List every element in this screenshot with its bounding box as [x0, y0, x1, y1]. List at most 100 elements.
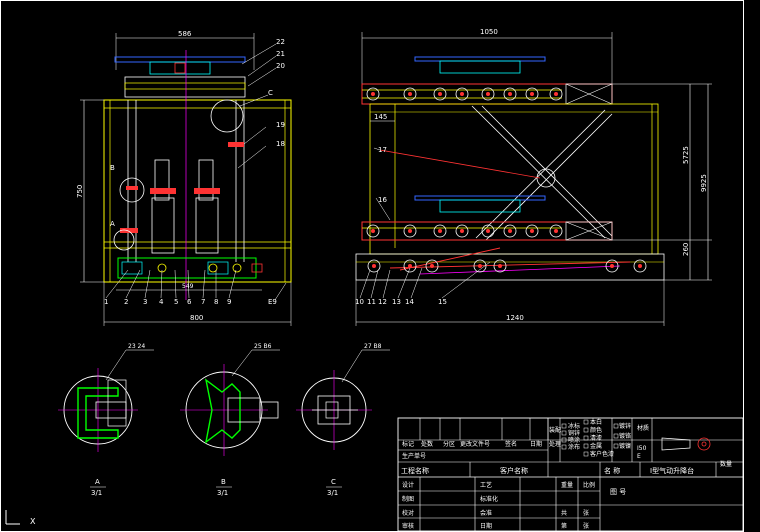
material-header: 材质 — [637, 424, 649, 432]
side-dim-bottom: 1240 — [506, 314, 524, 322]
project-name-label: 工程名称 — [401, 466, 429, 475]
row-3-b: 日期 — [480, 522, 492, 530]
side-mid-roller — [366, 224, 380, 238]
side-base-roller-hub — [638, 264, 642, 268]
side-mid-roller — [481, 224, 495, 238]
quantity-label: 数量 — [720, 460, 732, 468]
side-mid-roller-hub — [508, 229, 512, 233]
side-base — [355, 253, 665, 281]
front-view[interactable]: 586 — [76, 30, 292, 326]
row-3-d: 张 — [583, 522, 589, 530]
side-top-roller — [481, 87, 495, 101]
title-block-frame — [397, 417, 744, 532]
side-top-roller — [503, 87, 517, 101]
side-mid-roller-hub — [460, 229, 464, 233]
rev-header-5: 日期 — [530, 440, 542, 448]
balloon-front-7: 7 — [201, 298, 205, 306]
part-no-label: 生产单号 — [402, 452, 426, 460]
side-mid-roller — [503, 224, 517, 238]
check-c-2: 镀镍 — [619, 442, 631, 450]
side-base-roller-hub — [372, 264, 376, 268]
detail-label-A: A — [95, 478, 100, 486]
side-top-roller-hub — [371, 92, 375, 96]
side-top-roller — [525, 87, 539, 101]
side-top-roller-hub — [530, 92, 534, 96]
balloon-side-13: 13 — [392, 298, 401, 306]
side-top-roller — [403, 87, 417, 101]
check-b-1: 颜色 — [590, 426, 602, 434]
row-2-a: 校对 — [402, 509, 414, 517]
spec-line-1: I50 — [637, 445, 647, 452]
balloon-side-12: 12 — [378, 298, 387, 306]
balloon-front-21: 21 — [276, 50, 285, 58]
front-dim-right: E9 — [268, 298, 277, 306]
row-2-d: 张 — [583, 509, 589, 517]
side-dim-right-2: 9925 — [700, 174, 708, 192]
front-dim-height: 750 — [76, 185, 84, 198]
side-dim-left: 145 — [374, 113, 387, 121]
balloon-front-2: 2 — [124, 298, 128, 306]
balloon-front-1: 1 — [104, 298, 108, 306]
rev-header-2: 分区 — [443, 440, 455, 448]
side-mid-roller — [403, 224, 417, 238]
side-base-roller — [605, 259, 619, 273]
side-mid-roller — [455, 224, 469, 238]
balloon-front-18: 18 — [276, 140, 285, 148]
detail-scale-C: 3/1 — [327, 489, 338, 497]
balloon-front-5: 5 — [174, 298, 178, 306]
side-dim-top: 1050 — [480, 28, 498, 36]
check-b-3: 金属 — [590, 442, 602, 450]
spec-line-2: E — [637, 453, 641, 460]
side-base-roller — [425, 259, 439, 273]
balloon-front-C: C — [268, 89, 273, 97]
front-base — [117, 257, 257, 279]
front-frame — [103, 99, 292, 283]
side-dim-right-1: 5725 — [682, 146, 690, 164]
balloon-front-4: 4 — [159, 298, 164, 306]
side-mid-roller-hub — [554, 229, 558, 233]
detail-callout-B: 25 B6 — [254, 343, 272, 350]
side-top-roller-hub — [438, 92, 442, 96]
rev-header-3: 更改文件号 — [460, 440, 490, 448]
side-base-roller-hub — [498, 264, 502, 268]
row-3-c: 第 — [561, 522, 567, 530]
balloon-side-17: 17 — [378, 146, 387, 154]
row-1-a: 制图 — [402, 495, 414, 503]
side-top-roller — [366, 87, 380, 101]
side-mid-roller-hub — [486, 229, 490, 233]
name-label: 名 称 — [604, 466, 620, 475]
detail-label-B: B — [221, 478, 226, 486]
drawing-no-label: 图 号 — [610, 488, 626, 496]
balloon-side-10: 10 — [355, 298, 364, 306]
side-mid-roller — [525, 224, 539, 238]
row-1-b: 标准化 — [480, 495, 498, 503]
process-header-1: 处理 — [549, 440, 561, 448]
side-top-roller — [549, 87, 563, 101]
side-mid-roller-hub — [408, 229, 412, 233]
side-base-roller — [403, 259, 417, 273]
balloon-front-19: 19 — [276, 121, 285, 129]
side-mid-roller — [433, 224, 447, 238]
balloon-side-11: 11 — [367, 298, 376, 306]
rev-header-1: 处数 — [421, 440, 433, 448]
balloon-front-20: 20 — [276, 62, 285, 70]
side-base-roller — [473, 259, 487, 273]
check-c-0: 镀锌 — [619, 422, 631, 430]
title-block[interactable]: 标记处数分区更改文件号签名日期生产单号装配处理冰标铜锌喷涂涂布本白颜色清漆金属客… — [397, 417, 744, 532]
side-base-roller-hub — [408, 264, 412, 268]
check-b-0: 本白 — [590, 418, 602, 426]
row-0-a: 设计 — [402, 481, 414, 489]
front-dim-top: 586 — [178, 30, 192, 38]
side-base-roller — [493, 259, 507, 273]
side-base-roller — [633, 259, 647, 273]
balloon-side-16: 16 — [378, 196, 387, 204]
side-top-roller-hub — [554, 92, 558, 96]
detail-label-C: C — [331, 478, 336, 486]
side-view[interactable]: 1050 — [355, 28, 712, 326]
name-value: I型气动升降台 — [650, 466, 694, 475]
rev-header-4: 签名 — [505, 440, 517, 448]
row-2-b: 会准 — [480, 509, 492, 517]
side-mid-roller-hub — [371, 229, 375, 233]
